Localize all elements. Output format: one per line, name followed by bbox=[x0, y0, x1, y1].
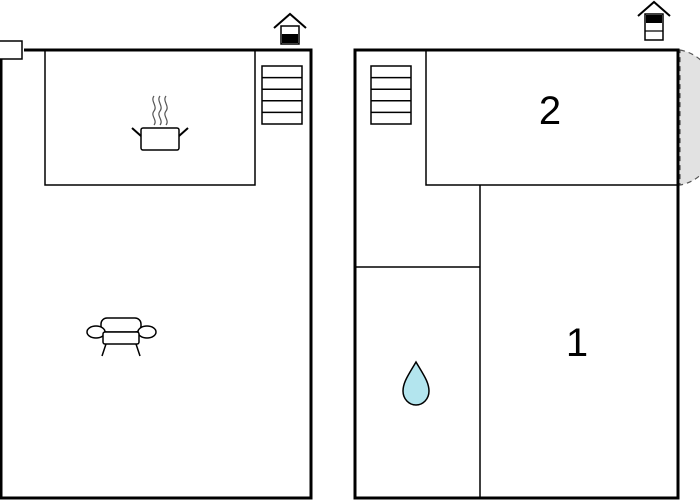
water-drop-icon bbox=[402, 360, 430, 406]
door-stub bbox=[0, 40, 23, 60]
entrance-icon bbox=[637, 0, 671, 41]
kitchen-area bbox=[44, 49, 256, 186]
cooking-pot-icon bbox=[131, 95, 189, 151]
sofa-icon bbox=[86, 317, 157, 357]
left-floor bbox=[0, 12, 313, 500]
right-floor: 2 1 bbox=[353, 0, 700, 500]
left-floor-walls bbox=[0, 48, 313, 500]
stairs-icon bbox=[370, 65, 412, 125]
room-2-walls bbox=[425, 50, 678, 186]
terrace-area bbox=[679, 49, 700, 186]
right-floor-walls bbox=[353, 48, 680, 500]
stairs-icon bbox=[261, 65, 303, 125]
entrance-icon bbox=[273, 12, 307, 45]
room-label-2: 2 bbox=[539, 89, 561, 133]
room-label-1: 1 bbox=[566, 321, 588, 365]
